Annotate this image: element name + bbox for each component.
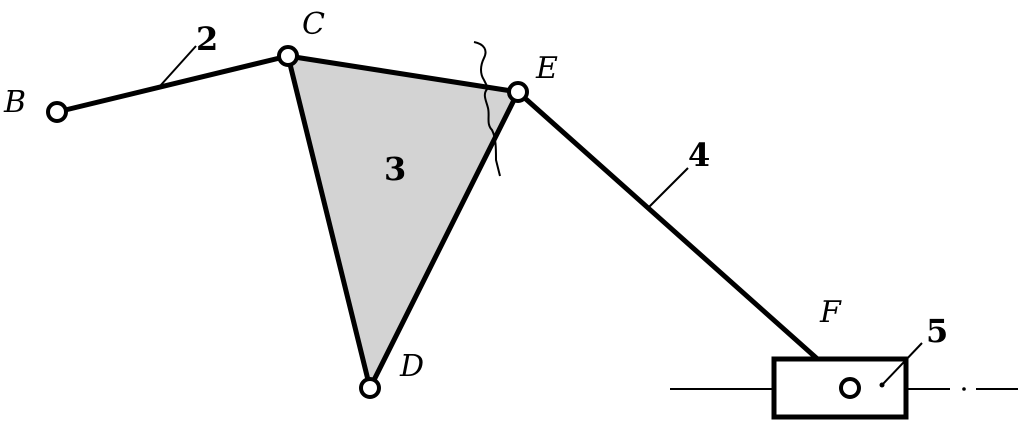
label-F: F xyxy=(819,295,842,330)
link-2-bar xyxy=(54,53,291,115)
triangle-link-3 xyxy=(285,53,521,391)
joint-F xyxy=(839,377,861,399)
link-4-bar xyxy=(515,89,853,391)
joint-E xyxy=(507,81,529,103)
label-C: C xyxy=(302,7,325,42)
leader-link-2 xyxy=(159,45,197,87)
joint-C xyxy=(277,45,299,67)
label-E: E xyxy=(535,51,558,86)
joint-D xyxy=(359,377,381,399)
brace-mark xyxy=(473,41,501,177)
label-link-5: 5 xyxy=(926,312,948,350)
label-link-3: 3 xyxy=(384,150,406,188)
joint-B xyxy=(46,101,68,123)
label-D: D xyxy=(399,349,424,384)
guide-center-dot xyxy=(962,387,966,391)
leader-link-5 xyxy=(881,342,923,386)
leader-link-4 xyxy=(647,167,689,209)
label-link-2: 2 xyxy=(196,20,218,58)
label-B: B xyxy=(3,85,26,120)
label-link-4: 4 xyxy=(688,136,710,174)
